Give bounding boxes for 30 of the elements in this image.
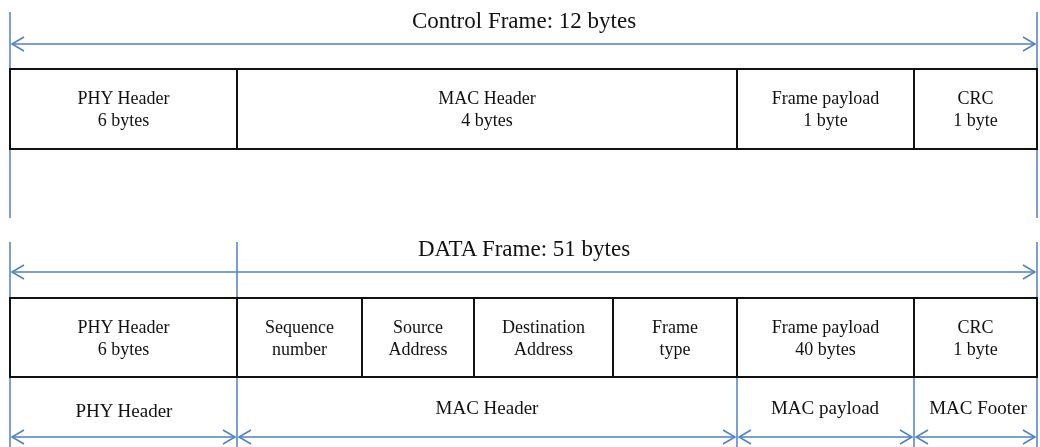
field-size: 1 byte	[953, 337, 998, 360]
field-name: MAC Header	[438, 87, 536, 109]
field-box	[9, 68, 238, 150]
field-box	[612, 297, 738, 378]
field-box	[236, 297, 363, 378]
field-size: 1 byte	[803, 109, 848, 131]
field-size: 4 bytes	[461, 109, 513, 131]
field-size: 40 bytes	[795, 337, 856, 360]
field-name: Destination Address	[501, 315, 586, 360]
field-name: PHY Header	[77, 87, 170, 109]
field-box	[736, 68, 915, 150]
field-name: PHY Header	[77, 315, 170, 338]
field-size: 6 bytes	[97, 109, 150, 131]
field-size: 1 byte	[953, 109, 998, 131]
field-name: Frame type	[651, 315, 699, 360]
field-name: Frame payload	[771, 87, 880, 109]
field-box	[9, 297, 238, 378]
field-box	[236, 68, 738, 150]
field-box	[473, 297, 614, 378]
field-box	[736, 297, 915, 378]
field-name: CRC	[957, 315, 994, 338]
field-box	[913, 297, 1038, 378]
field-name: CRC	[957, 87, 994, 109]
field-name: Sequence number	[264, 315, 335, 360]
field-box	[361, 297, 475, 378]
field-name: Source Address	[387, 315, 449, 360]
section-label: MAC payload	[768, 398, 882, 419]
field-box	[913, 68, 1038, 150]
field-name: Frame payload	[771, 315, 880, 338]
field-size: 6 bytes	[97, 337, 150, 360]
